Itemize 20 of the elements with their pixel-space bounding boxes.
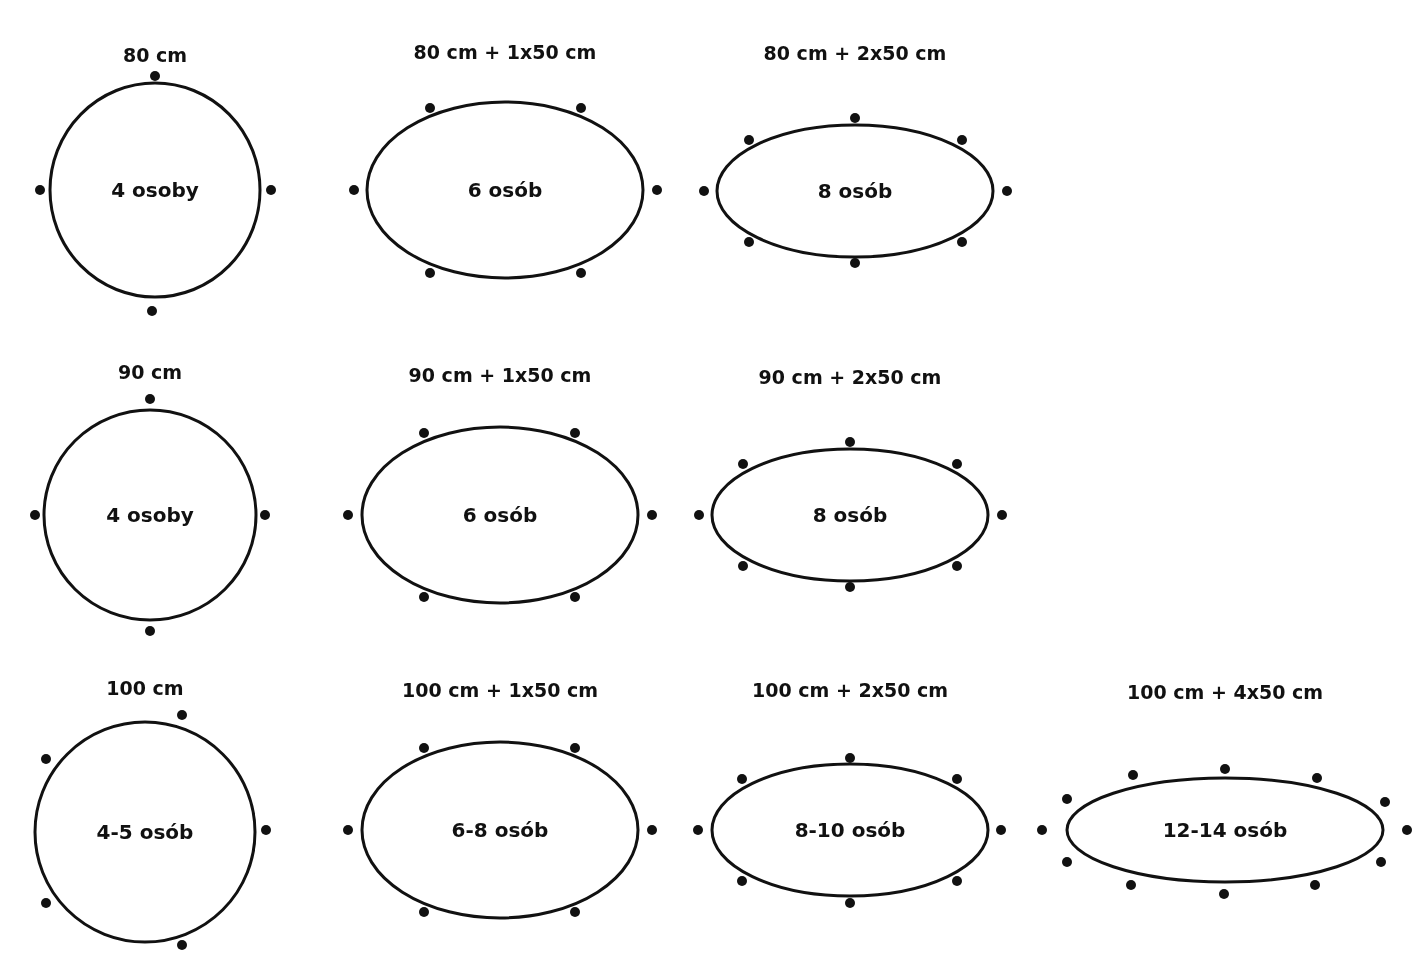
table-size-label: 100 cm + 2x50 cm — [751, 678, 949, 703]
seat-count-label: 6-8 osób — [451, 817, 549, 844]
seat-count-label: 8 osób — [812, 502, 888, 529]
table-size-label: 80 cm — [122, 43, 188, 68]
table-size-label: 90 cm — [117, 360, 183, 385]
seat-count-label: 4-5 osób — [96, 819, 194, 846]
seat-count-label: 8-10 osób — [794, 817, 906, 844]
table-size-label: 100 cm — [106, 676, 184, 701]
table-size-label: 100 cm + 1x50 cm — [401, 678, 599, 703]
seat-count-label: 4 osoby — [111, 177, 199, 204]
table-size-label: 80 cm + 1x50 cm — [413, 40, 597, 65]
seat-count-label: 6 osób — [467, 177, 543, 204]
seat-count-label: 4 osoby — [106, 502, 194, 529]
seat-count-label: 8 osób — [817, 178, 893, 205]
table-size-label: 80 cm + 2x50 cm — [763, 41, 947, 66]
table-size-label: 90 cm + 2x50 cm — [758, 365, 942, 390]
seat-count-label: 6 osób — [462, 502, 538, 529]
table-size-label: 100 cm + 4x50 cm — [1126, 680, 1324, 705]
seat-count-label: 12-14 osób — [1162, 817, 1288, 844]
table-size-label: 90 cm + 1x50 cm — [408, 363, 592, 388]
